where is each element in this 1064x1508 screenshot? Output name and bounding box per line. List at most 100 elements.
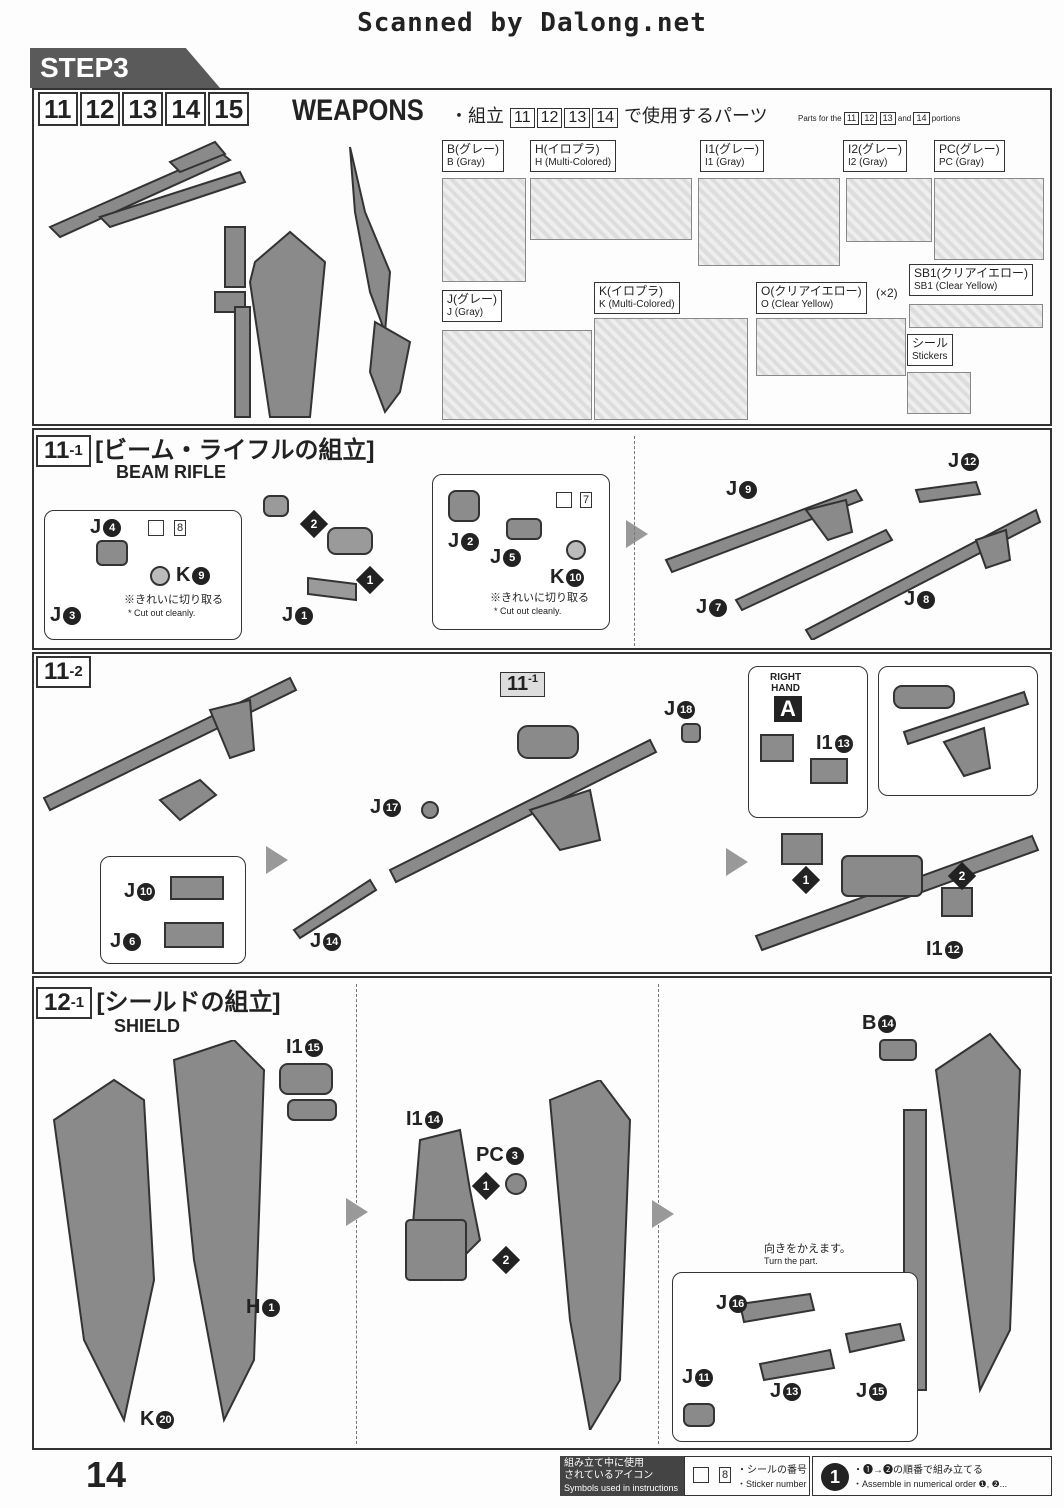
parts-num-13: 13 [564, 108, 591, 128]
legend-order: 1 ・❶→❷の順番で組み立てる ・Assemble in numerical o… [812, 1456, 1052, 1496]
sprue-o-qty: (×2) [876, 286, 898, 300]
parts-en-prefix: Parts for the [798, 114, 842, 123]
part-letter: J [716, 1292, 728, 1314]
part-letter: I1 [406, 1108, 423, 1130]
sprue-en: B (Gray) [447, 157, 485, 168]
rifle-main-assembly [292, 723, 701, 940]
sprue-en: O (Clear Yellow) [761, 299, 834, 310]
divider [634, 436, 635, 646]
sprue-k-image [594, 318, 748, 420]
turn-note-jp: 向きをかえます。 [764, 1243, 851, 1255]
part-letter: I1 [926, 938, 943, 960]
sprue-jp: シール [912, 336, 949, 350]
next-step-arrow [266, 846, 288, 874]
sprue-h-image [530, 178, 692, 240]
part-number: 17 [383, 798, 402, 817]
part-letter: J [664, 698, 676, 720]
legend-en: Symbols used in instructions [564, 1483, 679, 1493]
sprue-jp: H(イロプラ) [535, 142, 600, 156]
beam-rifle-scope-assembly [263, 495, 373, 602]
part-number: 8 [917, 590, 936, 609]
part-number: 9 [192, 566, 211, 585]
sprue-jp: PC(グレー) [939, 142, 1000, 156]
beam-rifle-body-assembly [664, 480, 1042, 640]
sprue-en: SB1 (Clear Yellow) [914, 281, 998, 292]
part-number: 14 [323, 932, 342, 951]
parts-en-num: 13 [879, 112, 896, 125]
sprue-label-j: J(グレー)J (Gray) [442, 290, 502, 322]
part-letter: J [448, 530, 460, 552]
part-number: 3 [505, 1146, 524, 1165]
part-letter: J [696, 596, 708, 618]
sticker-sheet-image [907, 372, 971, 414]
shield-grip-assembly [405, 1080, 632, 1430]
order-legend-en: ・Assemble in numerical order ❶, ❷... [853, 1479, 1008, 1489]
legend-jp-1: 組み立て中に使用 [564, 1458, 644, 1469]
section-sub: -2 [69, 663, 83, 680]
sprue-jp: B(グレー) [447, 142, 499, 156]
section-number: 11-1 [36, 435, 91, 467]
scanned-by-header: Scanned by Dalong.net [357, 8, 707, 38]
section-12-1-header: 12-1 [シールドの組立] [36, 982, 280, 1019]
part-number: 16 [729, 1294, 748, 1313]
hand-letter-a: A [774, 696, 802, 722]
part-number: 14 [424, 1110, 443, 1129]
part-j4-shape [96, 540, 128, 566]
sprue-jp: J(グレー) [447, 292, 497, 306]
section-title-jp: [シールドの組立] [96, 989, 281, 1016]
sprue-j-image [442, 330, 592, 420]
sprue-label-o: O(クリアイエロー)O (Clear Yellow) [756, 282, 867, 314]
section-number: 11-2 [36, 656, 91, 688]
sticker-number: 7 [580, 492, 593, 508]
step-1-icon: 1 [471, 1171, 501, 1201]
legend-sticker: 8 ・シールの番号 ・Sticker number [684, 1456, 810, 1496]
order-legend-jp: ・❶→❷の順番で組み立てる [853, 1465, 983, 1476]
turn-note-en: Turn the part. [764, 1256, 818, 1266]
rifle-and-grip-illustration [42, 676, 298, 822]
part-j2-shape [448, 490, 480, 522]
step-number-15: 15 [208, 92, 250, 126]
ref-11-1-box: 11-1 [500, 672, 545, 697]
section-num: 11 [44, 437, 70, 464]
sprue-pc-image [934, 178, 1044, 260]
step-2-icon: 2 [947, 861, 977, 891]
part-number: 12 [961, 452, 980, 471]
cut-note-jp: ※きれいに切り取る [490, 592, 589, 604]
part-letter: I1 [286, 1036, 303, 1058]
sticker-number: 8 [174, 520, 187, 536]
part-letter: J [856, 1380, 868, 1402]
step-number-11: 11 [38, 92, 78, 126]
section-num: 12 [44, 989, 71, 1016]
step-number-14: 14 [165, 92, 207, 126]
step-number-13: 13 [122, 92, 164, 126]
step-2-icon: 2 [491, 1245, 521, 1275]
sticker-legend-jp: ・シールの番号 [737, 1465, 807, 1476]
order-icon: 1 [821, 1463, 849, 1491]
part-number: 11 [695, 1368, 714, 1387]
shield-handle-illustration [683, 1292, 906, 1427]
sticker-icon [556, 492, 572, 508]
step-1-icon: 1 [355, 565, 385, 595]
part-j10-shape [170, 876, 224, 900]
part-letter: PC [476, 1144, 504, 1166]
page-number: 14 [86, 1454, 127, 1495]
part-number: 14 [878, 1014, 897, 1033]
parts-en-num: 12 [861, 112, 878, 125]
sprue-label-k: K(イロプラ)K (Multi-Colored) [594, 282, 680, 314]
part-letter: J [370, 796, 382, 818]
sprue-jp: O(クリアイエロー) [761, 284, 862, 298]
